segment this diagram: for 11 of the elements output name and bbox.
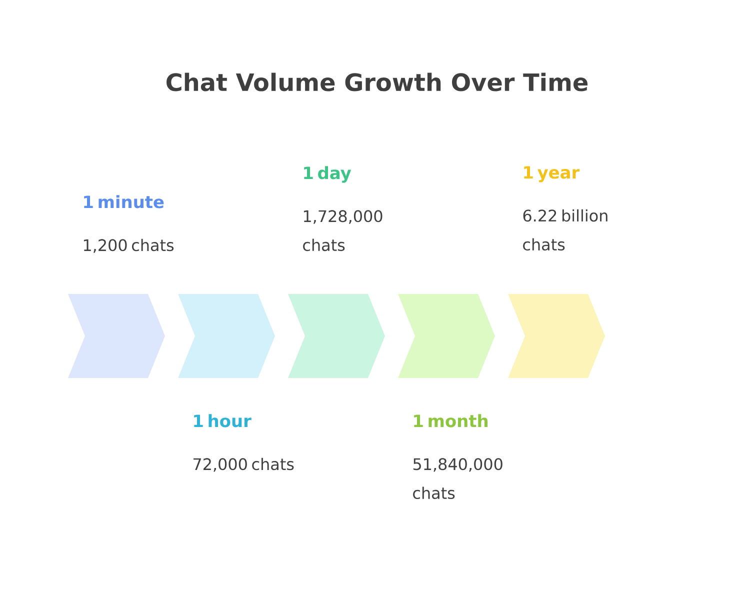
step-value: 1,200 chats xyxy=(84,238,174,253)
step-heading: 1 minute xyxy=(84,195,164,208)
step-value: 6.22 billion chats xyxy=(523,209,608,251)
step-heading: 1 hour xyxy=(194,414,252,428)
step-heading: 1 day xyxy=(304,166,352,183)
title: Chat Volume Growth Over Time xyxy=(166,72,588,92)
step-value: 1,728,000 chats xyxy=(303,210,382,252)
step-heading: 1 month xyxy=(414,414,488,428)
step-heading: 1 year xyxy=(524,166,580,182)
step-value: 72,000 chats xyxy=(194,458,294,472)
step-value: 51,840,000 chats xyxy=(413,458,502,500)
